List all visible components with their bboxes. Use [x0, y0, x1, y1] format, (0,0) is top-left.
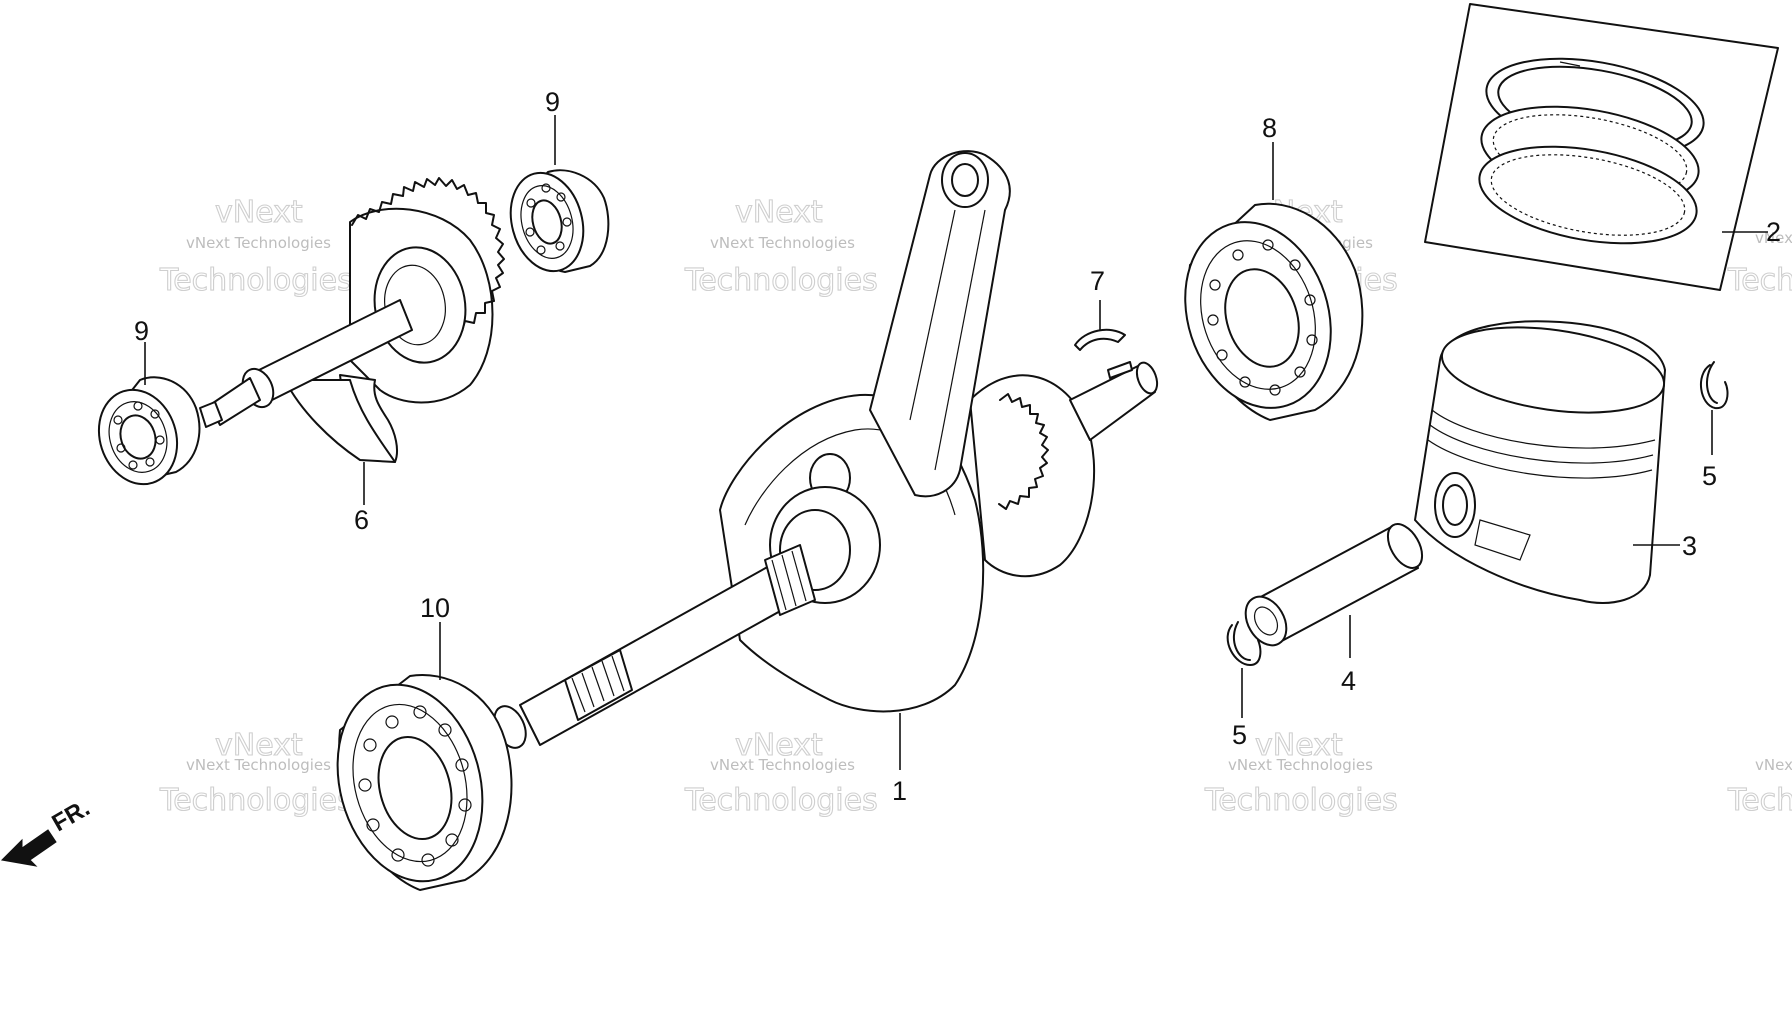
svg-text:vNext Technologies: vNext Technologies	[710, 756, 855, 774]
watermark: vNext vNext Technologies Technologies	[683, 194, 878, 298]
watermark: vNext vNext Technologies Technologies	[158, 727, 353, 818]
watermark: vNext Technologies Technologies	[1726, 756, 1792, 819]
watermark: vNext vNext Technologies Technologies	[158, 194, 353, 298]
svg-text:vNext: vNext	[735, 195, 823, 230]
svg-text:Technologies: Technologies	[159, 783, 353, 818]
watermark: vNext vNext Technologies Technologies	[683, 727, 878, 818]
part-key-7[interactable]	[1074, 328, 1126, 351]
callout-7[interactable]: 7	[1090, 266, 1105, 296]
part-bearing-10[interactable]	[317, 668, 513, 897]
svg-text:vNext Technologies: vNext Technologies	[1228, 756, 1373, 774]
svg-text:vNext Technologies: vNext Technologies	[186, 756, 331, 774]
front-arrow-icon	[0, 829, 57, 867]
callout-6[interactable]: 6	[354, 505, 369, 535]
callout-8[interactable]: 8	[1262, 113, 1277, 143]
part-circlip-5-right[interactable]	[1700, 361, 1729, 410]
watermarks: vNext vNext Technologies Technologies vN…	[158, 194, 1792, 819]
svg-text:vNext: vNext	[735, 728, 823, 763]
svg-text:vNext: vNext	[215, 195, 303, 230]
svg-text:Technologies: Technologies	[684, 783, 878, 818]
callout-2[interactable]: 2	[1766, 217, 1781, 247]
svg-text:vNext Technologies: vNext Technologies	[710, 234, 855, 252]
svg-text:vNext: vNext	[1255, 728, 1343, 763]
svg-text:Technologies: Technologies	[1727, 783, 1792, 818]
svg-text:vNext Technologies: vNext Technologies	[1755, 756, 1792, 774]
svg-text:vNext: vNext	[215, 728, 303, 763]
svg-text:Technologies: Technologies	[1727, 263, 1792, 298]
front-label: FR.	[48, 794, 95, 837]
svg-text:Technologies: Technologies	[1204, 783, 1398, 818]
part-bearing-9-left[interactable]	[87, 376, 201, 494]
watermark: vNext vNext Technologies Technologies	[1203, 727, 1398, 818]
callouts: 1 2 3 4 5 5 6 7 8 9 9 10	[134, 87, 1781, 806]
callout-9-top[interactable]: 9	[545, 87, 560, 117]
svg-text:Technologies: Technologies	[684, 263, 878, 298]
leader-lines	[144, 115, 1768, 770]
part-bearing-9-top[interactable]	[500, 165, 610, 280]
part-circlip-5-left[interactable]	[1226, 621, 1262, 666]
callout-5-left[interactable]: 5	[1232, 720, 1247, 750]
svg-text:vNext Technologies: vNext Technologies	[186, 234, 331, 252]
part-piston-pin-4[interactable]	[1237, 518, 1429, 652]
part-piston-3[interactable]	[1414, 315, 1669, 604]
callout-4[interactable]: 4	[1341, 666, 1356, 696]
watermark: vNext Technologies Technologies	[1726, 229, 1792, 299]
callout-1[interactable]: 1	[892, 776, 907, 806]
part-piston-rings-2[interactable]	[1424, 3, 1779, 291]
callout-10[interactable]: 10	[420, 593, 450, 623]
callout-3[interactable]: 3	[1682, 531, 1697, 561]
part-balancer-shaft-6[interactable]	[199, 177, 505, 463]
callout-5-right[interactable]: 5	[1702, 461, 1717, 491]
callout-9-left[interactable]: 9	[134, 316, 149, 346]
front-direction-marker: FR.	[0, 794, 95, 867]
svg-text:vNext Technologies: vNext Technologies	[1755, 229, 1792, 247]
part-crankshaft-1[interactable]	[488, 150, 1161, 753]
part-bearing-8[interactable]	[1162, 202, 1364, 427]
svg-text:Technologies: Technologies	[159, 263, 353, 298]
